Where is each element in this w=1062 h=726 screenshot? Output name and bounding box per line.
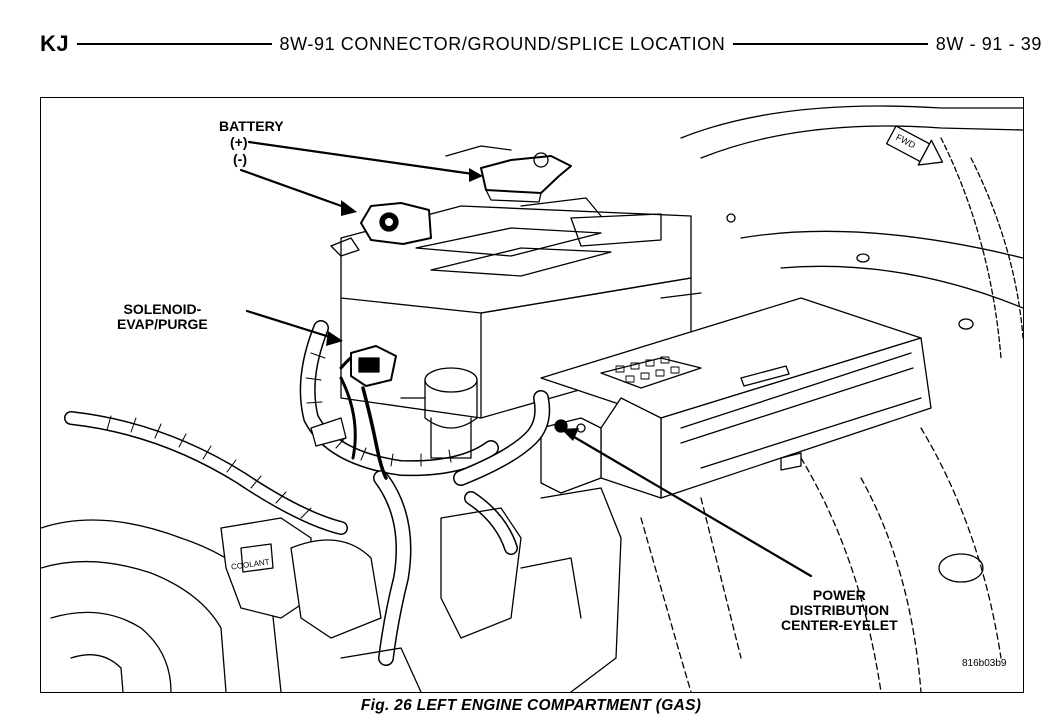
leader-arrows — [239, 140, 813, 578]
fwd-arrow-icon — [885, 125, 944, 166]
arrow-pdc-eyelet — [567, 432, 813, 578]
battery-label-title: BATTERY — [219, 118, 284, 134]
header-rule-right — [733, 43, 928, 45]
battery — [330, 145, 692, 419]
battery-positive-label: (+) — [230, 134, 248, 150]
fender-outline — [680, 105, 1023, 359]
page-header: KJ 8W-91 CONNECTOR/GROUND/SPLICE LOCATIO… — [40, 24, 1042, 64]
engine-components — [41, 213, 1002, 692]
arrow-battery-positive — [247, 140, 475, 176]
solenoid-label: SOLENOID- EVAP/PURGE — [117, 302, 208, 332]
figure-frame: BATTERY (+) (-) SOLENOID- EVAP/PURGE POW… — [40, 97, 1024, 693]
header-rule-left — [77, 43, 272, 45]
figure-caption: Fig. 26 LEFT ENGINE COMPARTMENT (GAS) — [360, 697, 702, 714]
section-title: 8W-91 CONNECTOR/GROUND/SPLICE LOCATION — [279, 33, 726, 54]
arrow-battery-negative — [239, 168, 349, 210]
wiring-harness — [64, 320, 551, 666]
pdc-eyelet-label: POWER DISTRIBUTION CENTER-EYELET — [781, 588, 898, 633]
battery-label: BATTERY — [219, 119, 284, 134]
solenoid-evap-purge — [350, 345, 478, 480]
engine-compartment-illustration — [41, 105, 1023, 692]
page-number: 8W - 91 - 39 — [935, 33, 1042, 54]
power-distribution-center — [535, 297, 932, 499]
solenoid-label-line1: SOLENOID- — [123, 301, 202, 317]
model-code: KJ — [40, 31, 70, 56]
arrow-solenoid — [245, 309, 335, 340]
solenoid-label-line2: EVAP/PURGE — [117, 316, 208, 332]
pdc-label-line2: DISTRIBUTION — [789, 602, 890, 618]
pdc-label-line3: CENTER-EYELET — [781, 617, 898, 633]
pdc-label-line1: POWER — [812, 587, 866, 603]
battery-negative-label: (-) — [233, 151, 247, 167]
figure-code: 816b03b9 — [962, 658, 1007, 669]
